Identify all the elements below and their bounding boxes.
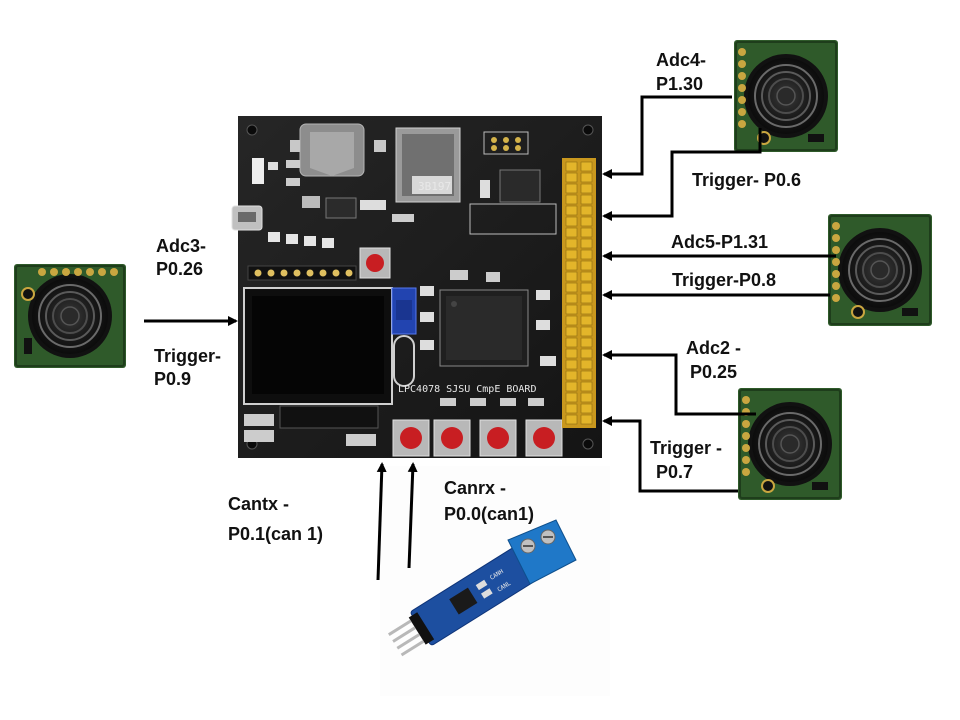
- label-cantx-line1: Cantx -: [228, 494, 289, 514]
- button-sw1: [392, 419, 430, 457]
- display-header-pins: [247, 265, 357, 281]
- label-canrx-line2: P0.0(can1): [444, 504, 534, 524]
- label-cantx-line2: P0.1(can 1): [228, 524, 323, 544]
- label-trigger-p07-line1: Trigger -: [650, 438, 722, 458]
- mcu-chip: [439, 289, 529, 367]
- gpio-header-pins: [562, 158, 596, 428]
- label-adc3-line1: Adc3-: [156, 236, 206, 256]
- oled-display: [243, 287, 393, 405]
- header-pin: [565, 414, 578, 425]
- header-pin: [580, 337, 593, 348]
- header-pin: [580, 227, 593, 238]
- header-pin: [580, 359, 593, 370]
- header-pin: [565, 392, 578, 403]
- label-trigger-left-line1: Trigger-: [154, 346, 221, 366]
- label-canrx-line1: Canrx -: [444, 478, 506, 498]
- header-pin: [580, 260, 593, 271]
- header-pin: [565, 293, 578, 304]
- ultrasonic-sensor-adc4: [733, 39, 839, 153]
- reset-button: [359, 247, 391, 279]
- button-sw2: [433, 419, 471, 457]
- label-trigger-p07-line2: P0.7: [656, 462, 693, 482]
- button-sw3: [479, 419, 517, 457]
- header-pin: [565, 381, 578, 392]
- header-pin: [565, 370, 578, 381]
- label-adc2-line2: P0.25: [690, 362, 737, 382]
- button-sw4: [525, 419, 563, 457]
- connection-arrows: [144, 95, 836, 581]
- can-transceiver-module: CANH CANL: [380, 466, 610, 696]
- header-pin: [580, 381, 593, 392]
- arrow-trigger-p06: [602, 128, 762, 221]
- header-pin: [565, 183, 578, 194]
- header-pin: [580, 403, 593, 414]
- header-pin: [565, 348, 578, 359]
- crystal: [393, 335, 415, 387]
- header-pin: [565, 326, 578, 337]
- label-adc5: Adc5-P1.31: [671, 232, 768, 252]
- smd-components: [252, 131, 557, 406]
- header-pin: [580, 370, 593, 381]
- label-adc2-line1: Adc2 -: [686, 338, 741, 358]
- arrow-adc4: [602, 95, 732, 179]
- header-pin: [580, 315, 593, 326]
- arrow-canrx: [407, 462, 418, 569]
- header-pin: [580, 392, 593, 403]
- header-pin: [580, 414, 593, 425]
- sd-card-slot: 3B197: [395, 127, 461, 203]
- header-pin: [565, 403, 578, 414]
- header-pin: [580, 172, 593, 183]
- header-pin: [565, 238, 578, 249]
- label-adc4-line2: P1.30: [656, 74, 703, 94]
- header-pin: [565, 271, 578, 282]
- header-pin: [580, 183, 593, 194]
- pin-labels: Adc3- P0.26 Trigger- P0.9 Adc4- P1.30 Tr…: [154, 50, 801, 544]
- header-pin: [580, 238, 593, 249]
- label-adc3-line2: P0.26: [156, 259, 203, 279]
- sd-card-label: 3B197: [418, 180, 451, 193]
- header-pin: [565, 249, 578, 260]
- header-pin: [565, 315, 578, 326]
- header-pin: [580, 304, 593, 315]
- arrow-cantx: [376, 462, 387, 581]
- header-pin: [565, 216, 578, 227]
- coin-cell-holder: [290, 123, 386, 177]
- ultrasonic-sensor-adc2: [737, 387, 843, 501]
- header-pin: [565, 304, 578, 315]
- header-pin: [565, 194, 578, 205]
- lpc4078-board: 3B197: [231, 116, 602, 458]
- micro-usb-port: [231, 205, 263, 231]
- ultrasonic-sensor-adc5: [827, 213, 933, 327]
- header-pin: [580, 205, 593, 216]
- header-pin: [565, 227, 578, 238]
- header-pin: [580, 282, 593, 293]
- header-pin: [580, 161, 593, 172]
- header-pin: [565, 260, 578, 271]
- header-pin: [580, 326, 593, 337]
- header-pin: [580, 216, 593, 227]
- header-pin: [565, 282, 578, 293]
- label-trigger-p08: Trigger-P0.8: [672, 270, 776, 290]
- header-pin: [565, 359, 578, 370]
- header-pin: [580, 194, 593, 205]
- arrow-adc2: [602, 350, 756, 416]
- jumper: [391, 287, 417, 335]
- bottom-connector: [244, 405, 379, 446]
- arrow-trigger-p07: [602, 416, 738, 493]
- header-pin: [580, 271, 593, 282]
- header-pin: [580, 348, 593, 359]
- ultrasonic-sensor-left: [13, 263, 127, 369]
- header-pin: [565, 161, 578, 172]
- terminal-block: [507, 519, 577, 585]
- header-pin: [580, 293, 593, 304]
- header-pin: [565, 172, 578, 183]
- label-adc4-line1: Adc4-: [656, 50, 706, 70]
- board-silkscreen: LPC4078 SJSU CmpE BOARD: [398, 384, 536, 395]
- header-pin: [565, 337, 578, 348]
- header-pin: [580, 249, 593, 260]
- header-pin: [565, 205, 578, 216]
- label-trigger-left-line2: P0.9: [154, 369, 191, 389]
- label-trigger-p06: Trigger- P0.6: [692, 170, 801, 190]
